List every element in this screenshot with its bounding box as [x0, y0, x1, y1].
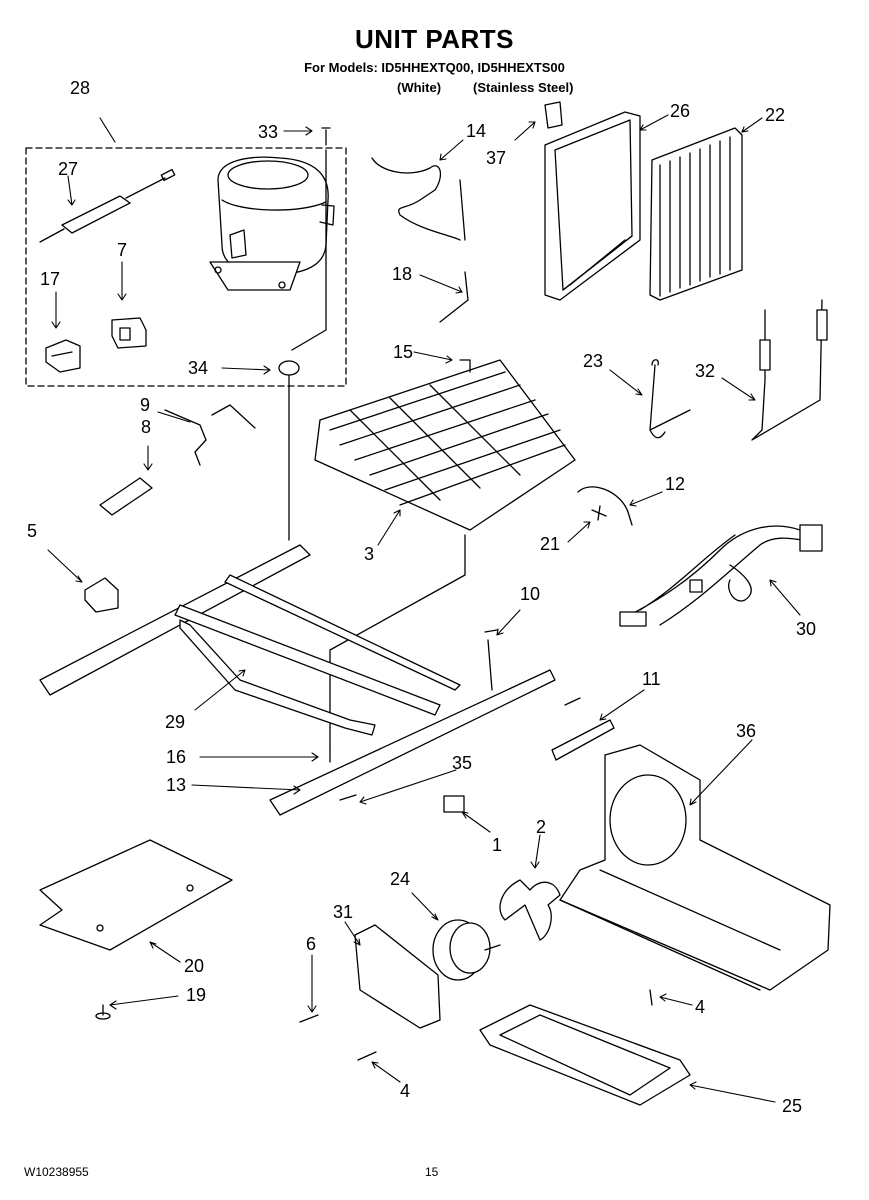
callout-14: 14	[466, 121, 487, 141]
callout-19: 19	[186, 985, 207, 1005]
callout-36: 36	[736, 721, 757, 741]
callout-13: 13	[166, 775, 187, 795]
overload	[45, 339, 81, 373]
condenser	[649, 127, 743, 301]
callout-34: 34	[188, 358, 209, 378]
callout-29: 29	[165, 712, 186, 732]
compressor	[209, 156, 335, 291]
clip-15	[459, 359, 471, 373]
callout-7: 7	[117, 240, 128, 260]
callout-10: 10	[520, 584, 541, 604]
callout-3: 3	[364, 544, 375, 564]
callout-35: 35	[452, 753, 473, 773]
base-frame	[39, 544, 556, 816]
fan-housing	[559, 744, 831, 991]
tube-14	[371, 157, 466, 241]
callout-26: 26	[670, 101, 691, 121]
callout-4b: 4	[400, 1081, 411, 1101]
callout-23: 23	[583, 351, 604, 371]
callout-5: 5	[27, 521, 38, 541]
drain-pan	[479, 1004, 691, 1106]
insulation-pad	[39, 839, 233, 951]
tie-11	[551, 719, 615, 761]
screw-35	[339, 794, 357, 801]
screw-4a	[649, 989, 653, 1006]
screw-10	[484, 629, 498, 691]
callout-30: 30	[796, 619, 817, 639]
finish-white: (White)	[397, 80, 442, 95]
callout-17: 17	[40, 269, 61, 289]
callout-21: 21	[540, 534, 561, 554]
callout-27: 27	[58, 159, 79, 179]
compressor-group-box	[25, 147, 347, 387]
drier	[39, 168, 176, 243]
callout-37: 37	[486, 148, 507, 168]
callout-18: 18	[392, 264, 413, 284]
evaporator	[314, 359, 576, 531]
screw-4b	[357, 1051, 377, 1061]
callout-24: 24	[390, 869, 411, 889]
wire-9	[164, 404, 256, 466]
screw-33	[321, 127, 331, 146]
screw-16b	[564, 697, 581, 706]
clip-37	[544, 101, 563, 129]
doc-number: W10238955	[24, 1165, 89, 1179]
page-number: 15	[425, 1165, 439, 1179]
screw-21	[591, 505, 607, 521]
motor-bracket	[354, 924, 441, 1029]
callout-32: 32	[695, 361, 716, 381]
model-subtitle: For Models: ID5HHEXTQ00, ID5HHEXTS00	[304, 60, 565, 75]
tube-23	[649, 359, 691, 439]
callout-4a: 4	[695, 997, 706, 1017]
callout-33: 33	[258, 122, 279, 142]
plug-1	[443, 795, 465, 813]
callout-16: 16	[166, 747, 187, 767]
callout-15: 15	[393, 342, 414, 362]
callout-1: 1	[492, 835, 503, 855]
callout-6: 6	[306, 934, 317, 954]
callout-20: 20	[184, 956, 205, 976]
callout-25: 25	[782, 1096, 803, 1116]
callout-8: 8	[141, 417, 152, 437]
thermistor	[577, 486, 633, 526]
grommet	[278, 360, 300, 376]
callout-2: 2	[536, 817, 547, 837]
screw-6	[299, 1014, 319, 1023]
sleeve-8	[99, 477, 153, 516]
relay	[111, 317, 147, 349]
fan-motor	[432, 919, 501, 981]
harness	[619, 524, 823, 627]
fan-blade	[499, 879, 561, 941]
page-title: UNIT PARTS	[354, 24, 515, 54]
liner	[544, 111, 641, 301]
callout-12: 12	[665, 474, 686, 494]
callout-28: 28	[70, 78, 91, 98]
finish-stainless: (Stainless Steel)	[473, 80, 574, 95]
callout-11: 11	[642, 669, 661, 689]
callout-22: 22	[765, 105, 786, 125]
tube-18	[439, 271, 469, 323]
callout-31: 31	[333, 902, 354, 922]
callout-9: 9	[140, 395, 151, 415]
